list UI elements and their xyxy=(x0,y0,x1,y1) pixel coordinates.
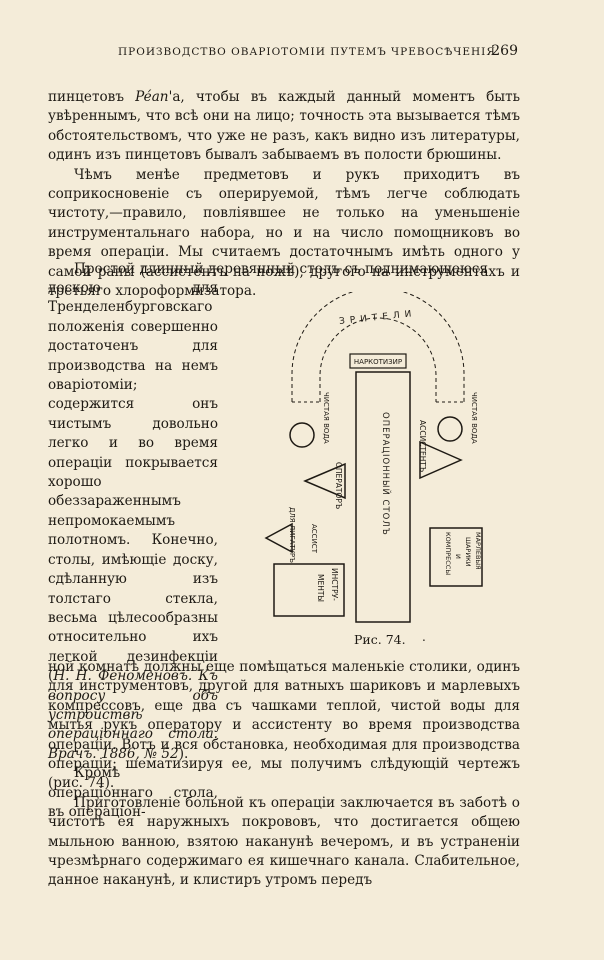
label-gauze-d: КОМПРЕССЫ xyxy=(444,532,452,575)
ligatures-triangle xyxy=(264,522,293,554)
operating-table xyxy=(355,371,411,623)
assistant-triangle xyxy=(419,440,463,480)
citation-author: Н. Н. Феноменовъ. xyxy=(53,668,193,685)
text-block-line: Простой длинный деревянный столъ съ подн… xyxy=(48,260,520,279)
label-operator: ОПЕРАТОРЪ xyxy=(334,462,343,509)
figure-dot: . xyxy=(422,630,426,644)
surname-pean: Péan xyxy=(135,89,169,105)
citation-title: Къ вопросу объ устройствѣ операціоннаго … xyxy=(48,668,218,762)
label-gauze-a: МАРЛЕВЫЯ xyxy=(474,532,482,570)
operating-room-diagram: ЗРИТЕЛИ НАРКОТИЗИР ОПЕРАЦІОННЫЙ СТОЛЪ ЧИ… xyxy=(264,292,483,623)
label-instruments-b: МЕНТЫ xyxy=(316,574,325,602)
label-spectators: ЗРИТЕЛИ xyxy=(339,309,417,327)
paragraph-1: пинцетовъ Péan'а, чтобы въ каждый данный… xyxy=(48,89,520,164)
label-table: ОПЕРАЦІОННЫЙ СТОЛЪ xyxy=(380,412,392,536)
text-block-bottom: ной комнатѣ должны еще помѣщаться малень… xyxy=(48,658,520,891)
operator-triangle xyxy=(303,462,346,500)
gauze-box xyxy=(429,527,483,587)
water-right-circle xyxy=(437,416,463,442)
page-header: ПРОИЗВОДСТВО ОВАРІОТОМІИ ПУТЕМЪ ЧРЕВОСѢЧ… xyxy=(48,43,518,66)
spectators-arc xyxy=(291,292,465,402)
paragraph-3-first-line: Простой длинный деревянный столъ съ подн… xyxy=(74,261,488,277)
label-water-right: ЧИСТАЯ ВОДА xyxy=(470,392,478,444)
narcotizer-box xyxy=(349,353,407,369)
paragraph-3-column: доскою для Тренделенбурговскаго положені… xyxy=(48,280,218,762)
left-column: доскою для Тренделенбурговскаго положені… xyxy=(48,279,218,822)
figure-caption: Рис. 74. xyxy=(354,632,406,647)
text-block-top: пинцетовъ Péan'а, чтобы въ каждый данный… xyxy=(48,88,520,301)
paragraph-4-rest: ной комнатѣ должны еще помѣщаться малень… xyxy=(48,659,520,792)
running-title: ПРОИЗВОДСТВО ОВАРІОТОМІИ ПУТЕМЪ ЧРЕВОСѢЧ… xyxy=(118,46,501,58)
page-number: 269 xyxy=(491,43,518,59)
paragraph-4-column: Кромѣ операціоннаго стола, въ операціон- xyxy=(48,765,218,820)
water-left-circle xyxy=(289,422,315,448)
label-instruments-a: ИНСТРУ- xyxy=(330,568,339,601)
label-narcotizer: НАРКОТИЗИР xyxy=(354,358,402,366)
spectators-arc-inner xyxy=(319,317,437,402)
paragraph-5: Приготовленіе больной къ операціи заключ… xyxy=(48,794,520,889)
label-gauze-b: ШАРИКИ xyxy=(464,537,472,567)
figure-74: ЗРИТЕЛИ НАРКОТИЗИР ОПЕРАЦІОННЫЙ СТОЛЪ ЧИ… xyxy=(262,292,524,647)
instruments-box xyxy=(273,563,345,617)
label-assist2: АССИСТ xyxy=(310,524,318,554)
paragraph-2: Чѣмъ менѣе предметовъ и рукъ приходитъ в… xyxy=(48,166,520,300)
label-gauze-c: И xyxy=(454,554,462,559)
label-water-left: ЧИСТАЯ ВОДА xyxy=(322,392,330,444)
label-ligatures: ДЛЯ ЛИГАТУРЪ xyxy=(288,507,296,563)
label-assistant: АССИСТЕНТЪ xyxy=(418,420,427,472)
